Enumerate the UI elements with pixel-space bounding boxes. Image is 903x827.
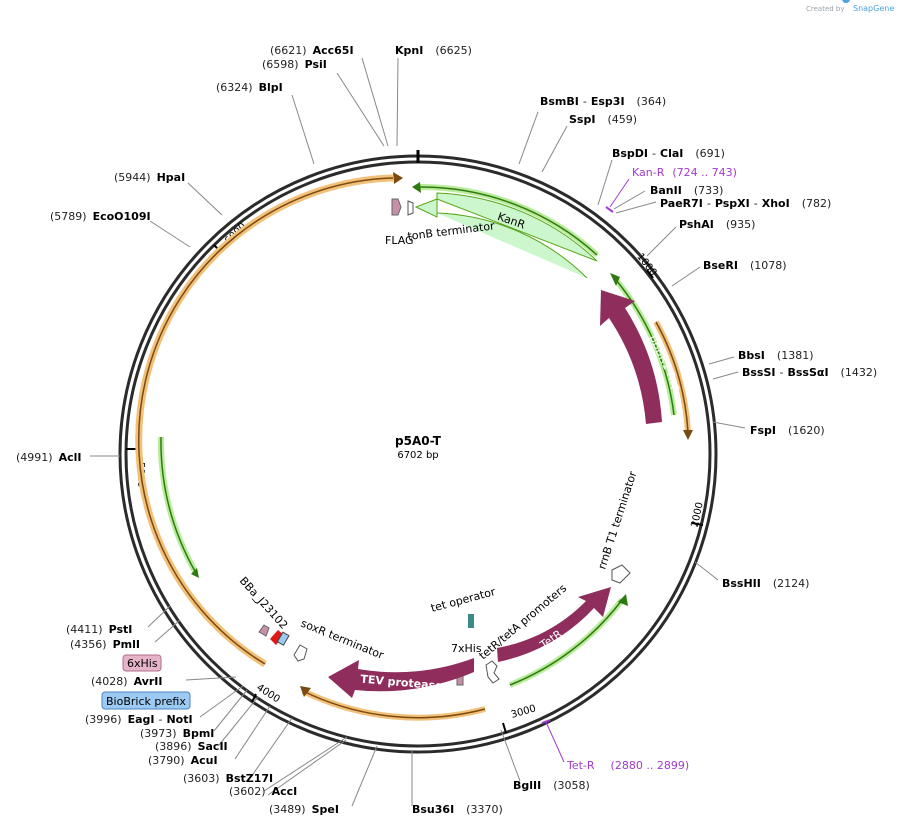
snapgene-brand: SnapGene <box>853 4 894 13</box>
site-paer7i: PaeR7I-PspXI-XhoI(782) <box>660 197 831 210</box>
site-bbsi: BbsI(1381) <box>738 349 813 362</box>
site-bsu36i: Bsu36I(3370) <box>412 803 503 816</box>
site-sspi: SspI(459) <box>569 113 637 126</box>
tonb-label: tonB terminator <box>407 219 496 243</box>
tetr-promoter-icon <box>485 660 500 684</box>
site-bseri: BseRI(1078) <box>703 259 787 272</box>
tonb-terminator-icon <box>407 200 414 216</box>
site-sacii: (3896)SacII <box>155 740 228 753</box>
snapgene-logo-icon <box>842 0 850 3</box>
site-pmli: (4356)PmlI <box>70 638 140 651</box>
orf-orange-left <box>135 174 394 667</box>
site-psti: (4411)PstI <box>66 623 132 636</box>
site-avrii: (4028)AvrII <box>91 675 162 688</box>
biobrick-prefix-label: BioBrick prefix <box>106 695 186 708</box>
site-eagi-noti: (3996)EagI-NotI <box>85 713 193 726</box>
biobrick-mark <box>276 631 290 646</box>
tev-protease-arrow <box>328 658 474 698</box>
primer-kan-r: Kan-R(724 .. 743) <box>605 166 737 213</box>
site-kpni: KpnI(6625) <box>395 44 472 57</box>
tetr-arrow <box>497 587 611 662</box>
site-bglii: BglII(3058) <box>513 779 590 792</box>
flag-icon <box>391 198 402 216</box>
svg-text:4000: 4000 <box>254 682 281 705</box>
rrnb-terminator-icon <box>611 564 631 584</box>
site-hpai: (5944)HpaI <box>114 171 185 184</box>
rrnb-label: rrnB T1 terminator <box>595 469 639 571</box>
site-spei: (3489)SpeI <box>269 803 339 816</box>
site-bsssi: BssSI-BssSαI(1432) <box>742 366 877 379</box>
tick-2000: 2000 <box>690 501 706 528</box>
tet-operator-mark <box>468 614 474 628</box>
site-ecoo109i: (5789)EcoO109I <box>50 210 151 223</box>
bba-j23102-icon <box>258 624 270 637</box>
site-bstz17i: (3603)BstZ17I <box>183 772 273 785</box>
svg-text:2000: 2000 <box>690 501 706 528</box>
site-fspi: FspI(1620) <box>750 424 825 437</box>
pbbr1-arrow <box>600 290 662 424</box>
svg-text:3000: 3000 <box>510 703 537 721</box>
orf-orange-bottom <box>301 688 486 721</box>
svg-text:Tet-R(2880 .. 2899): Tet-R(2880 .. 2899) <box>566 759 689 772</box>
site-pshai: PshAI(935) <box>679 218 755 231</box>
kanr-arrow <box>414 192 598 279</box>
soxr-terminator-icon <box>293 644 308 662</box>
site-bsmbi: BsmBI-Esp3I(364) <box>540 95 666 108</box>
flag-label: FLAG <box>385 234 414 247</box>
tet-operator-label: tet operator <box>429 585 497 615</box>
site-blpi: (6324)BlpI <box>216 81 283 94</box>
red-marker-icon <box>270 630 284 645</box>
site-acui: (3790)AcuI <box>148 754 218 767</box>
site-bsshii: BssHII(2124) <box>722 577 809 590</box>
created-by-text: Created by <box>806 5 845 13</box>
his6-label: 6xHis <box>127 657 158 670</box>
his7-label: 7xHis <box>451 642 482 655</box>
svg-text:Kan-R(724 .. 743): Kan-R(724 .. 743) <box>632 166 737 179</box>
site-acli: (4991)AclI <box>16 451 81 464</box>
orf-arcs <box>135 172 693 721</box>
site-bspdi-clai: BspDI-ClaI(691) <box>612 147 725 160</box>
site-bpmi: (3973)BpmI <box>140 727 214 740</box>
site-banii: BanII(733) <box>650 184 723 197</box>
site-leader-lines <box>90 57 746 807</box>
plasmid-name: p5A0-T <box>395 434 442 448</box>
tick-4000: 4000 <box>251 682 282 705</box>
biobrick-prefix-badge <box>101 691 191 710</box>
his6-badge <box>122 654 162 672</box>
site-acc65i: (6621)Acc65I <box>270 44 354 57</box>
plasmid-length: 6702 bp <box>397 450 438 461</box>
soxr-label: soxR terminator <box>299 617 386 662</box>
bba-j23102-label: BBa_J23102 <box>237 574 291 631</box>
primer-tet-r: Tet-R(2880 .. 2899) <box>541 719 689 772</box>
site-acci: (3602)AccI <box>229 785 297 798</box>
site-psii: (6598)PsiI <box>262 58 327 71</box>
